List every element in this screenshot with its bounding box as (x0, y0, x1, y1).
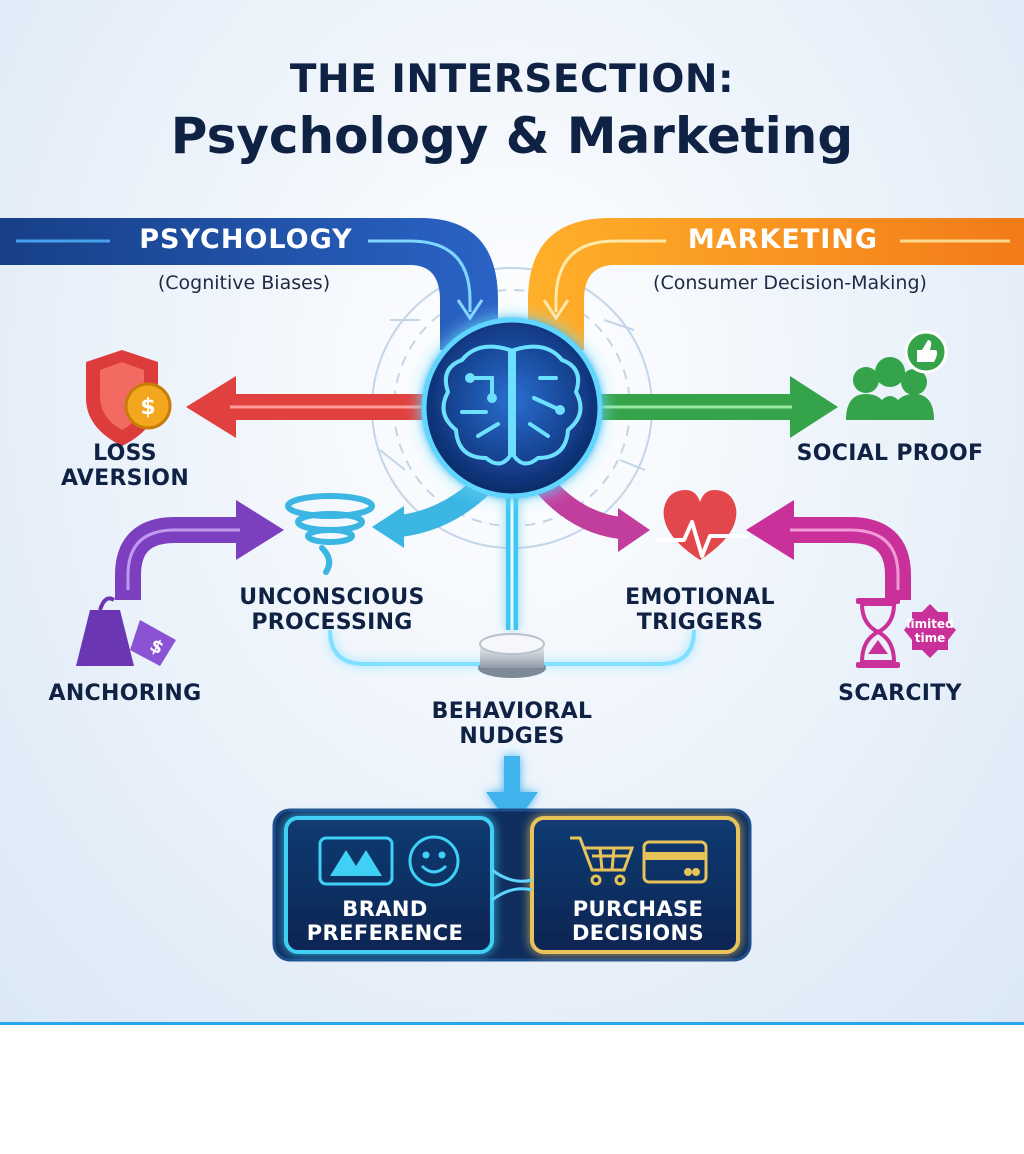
scarcity-badge-text: limited time (906, 617, 954, 645)
infographic: $ $ (0, 0, 1024, 1024)
title-line-1: THE INTERSECTION: (289, 57, 735, 102)
svg-text:$: $ (140, 395, 155, 420)
brand-logo-icon (318, 836, 394, 886)
marketing-sublabel: (Consumer Decision-Making) (653, 272, 927, 294)
label-unconscious-processing: UNCONSCIOUS PROCESSING (239, 585, 425, 635)
marketing-label: MARKETING (687, 224, 879, 255)
shopping-cart-icon (570, 836, 635, 886)
label-social-proof: SOCIAL PROOF (796, 441, 984, 466)
label-scarcity: SCARCITY (838, 681, 962, 706)
heart-pulse-icon (656, 490, 748, 560)
diagram-canvas: $ $ (0, 218, 1024, 962)
people-thumbs-up-icon (846, 330, 948, 420)
brain-circuit-icon (441, 344, 583, 466)
smiley-icon (408, 835, 460, 887)
bottom-accent-rule (0, 1022, 1024, 1025)
title-line-2: Psychology & Marketing (170, 107, 854, 165)
brain-hub (404, 300, 620, 516)
hourglass-icon (856, 598, 956, 668)
price-tag-icon: $ (76, 596, 176, 666)
label-anchoring: ANCHORING (48, 681, 202, 706)
arrow-social-proof (596, 376, 838, 438)
psychology-label: PSYCHOLOGY (139, 224, 353, 255)
label-emotional-triggers: EMOTIONAL TRIGGERS (625, 585, 775, 635)
label-purchase-decisions: PURCHASE DECISIONS (571, 897, 705, 945)
label-brand-preference: BRAND PREFERENCE (306, 897, 464, 945)
arrow-anchoring (115, 500, 284, 600)
label-loss-aversion: LOSS AVERSION (60, 441, 190, 491)
arrow-loss-aversion (186, 376, 430, 438)
swirl-icon (285, 493, 375, 575)
label-behavioral-nudges: BEHAVIORAL NUDGES (431, 699, 593, 749)
push-button-icon (478, 633, 546, 678)
credit-card-icon (642, 840, 708, 884)
arrow-scarcity (746, 500, 911, 600)
shield-dollar-icon: $ (86, 350, 172, 446)
psychology-sublabel: (Cognitive Biases) (157, 272, 331, 294)
